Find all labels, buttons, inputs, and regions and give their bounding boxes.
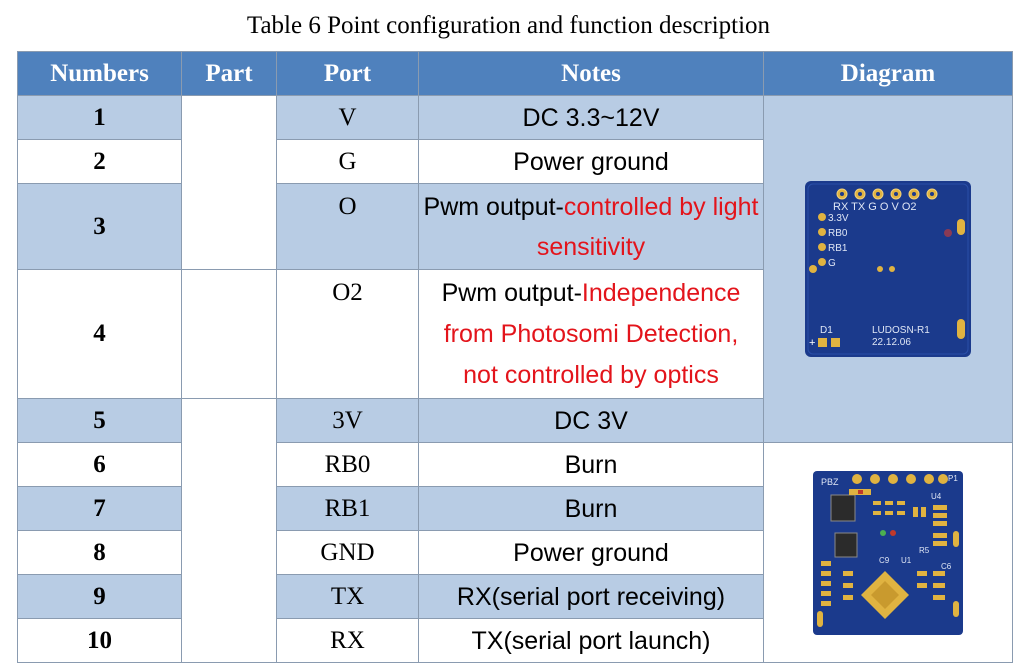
diagram-cell-1: RX TX G O V O2 3.3V RB0 RB1 G D1 bbox=[763, 95, 1013, 443]
sensor-module-top-image: RX TX G O V O2 3.3V RB0 RB1 G D1 bbox=[805, 181, 971, 357]
pcb-side-label-1: 3.3V bbox=[828, 213, 849, 224]
table-row: 9 TX RX(serial port receiving) bbox=[17, 574, 1013, 619]
sensor-module-bottom-image: PBZ P1 U4 bbox=[813, 470, 963, 635]
notes-prefix: Pwm output- bbox=[423, 192, 564, 221]
pcb2-label-u1: U1 bbox=[901, 556, 912, 565]
table-row: 6 RB0 Burn PBZ P1 U4 bbox=[17, 442, 1013, 663]
port-cell: RX bbox=[276, 618, 419, 663]
part-cell-group-1 bbox=[181, 95, 277, 270]
pcb2-label-pbz: PBZ bbox=[821, 477, 839, 487]
row-number: 5 bbox=[17, 398, 182, 443]
port-cell: G bbox=[276, 139, 419, 184]
table-row: 3 O Pwm output-controlled by light sensi… bbox=[17, 183, 1013, 270]
table-row: 8 GND Power ground bbox=[17, 530, 1013, 575]
notes-cell: Burn bbox=[418, 486, 764, 531]
svg-text:+: + bbox=[809, 337, 815, 349]
notes-cell: Pwm output-Independence from Photosomi D… bbox=[418, 269, 764, 399]
header-row: Numbers Part Port Notes Diagram bbox=[17, 51, 1013, 96]
pcb-date-label: 22.12.06 bbox=[872, 337, 911, 348]
table-row: 7 RB1 Burn bbox=[17, 486, 1013, 531]
notes-cell: DC 3V bbox=[418, 398, 764, 443]
notes-cell: Burn bbox=[418, 442, 764, 487]
notes-cell: DC 3.3~12V bbox=[418, 95, 764, 140]
notes-cell: Power ground bbox=[418, 530, 764, 575]
row-number: 3 bbox=[17, 183, 182, 270]
table-row: 4 O2 Pwm output-Independence from Photos… bbox=[17, 269, 1013, 399]
notes-cell: Power ground bbox=[418, 139, 764, 184]
part-cell-row-4 bbox=[181, 269, 277, 399]
diagram-cell-2: PBZ P1 U4 bbox=[763, 442, 1013, 663]
pcb2-label-c6: C6 bbox=[941, 562, 952, 571]
row-number: 10 bbox=[17, 618, 182, 663]
notes-prefix: Pwm output- bbox=[441, 278, 582, 307]
pcb2-label-p1: P1 bbox=[948, 474, 958, 483]
header-notes: Notes bbox=[418, 51, 764, 96]
pcb-side-label-4: G bbox=[828, 258, 836, 269]
header-part: Part bbox=[181, 51, 277, 96]
point-configuration-table: Numbers Part Port Notes Diagram 1 V DC 3… bbox=[17, 51, 1013, 663]
table-row: 5 3V DC 3V bbox=[17, 398, 1013, 663]
port-cell: 3V bbox=[276, 398, 419, 443]
row-number: 7 bbox=[17, 486, 182, 531]
row-number: 2 bbox=[17, 139, 182, 184]
pcb-d1-label: D1 bbox=[820, 325, 833, 336]
port-cell: O bbox=[276, 183, 419, 270]
row-number: 4 bbox=[17, 269, 182, 399]
notes-red-text: Independence from Photosomi Detection, n… bbox=[443, 278, 741, 389]
pcb-side-label-2: RB0 bbox=[828, 228, 848, 239]
notes-cell: TX(serial port launch) bbox=[418, 618, 764, 663]
table-row: 10 RX TX(serial port launch) bbox=[17, 618, 1013, 663]
pcb2-label-u4: U4 bbox=[931, 492, 942, 501]
header-port: Port bbox=[276, 51, 419, 96]
port-cell: TX bbox=[276, 574, 419, 619]
table-caption: Table 6 Point configuration and function… bbox=[246, 12, 771, 39]
pcb2-label-c9: C9 bbox=[879, 556, 890, 565]
port-cell: V bbox=[276, 95, 419, 140]
notes-cell: Pwm output-controlled by light sensitivi… bbox=[418, 183, 764, 270]
row-number: 8 bbox=[17, 530, 182, 575]
notes-cell: RX(serial port receiving) bbox=[418, 574, 764, 619]
notes-red-text: controlled by light sensitivity bbox=[536, 192, 759, 261]
port-cell: O2 bbox=[276, 269, 419, 399]
row-number: 6 bbox=[17, 442, 182, 487]
pcb-model-label: LUDOSN-R1 bbox=[872, 325, 930, 336]
pcb-side-label-3: RB1 bbox=[828, 243, 848, 254]
port-cell: GND bbox=[276, 530, 419, 575]
part-cell-group-2 bbox=[181, 398, 277, 663]
header-numbers: Numbers bbox=[17, 51, 182, 96]
pcb-top-labels: RX TX G O V O2 bbox=[833, 201, 917, 213]
table-row: 1 V DC 3.3~12V RX TX G O V O2 bbox=[17, 95, 1013, 443]
port-cell: RB1 bbox=[276, 486, 419, 531]
pcb2-label-r5: R5 bbox=[919, 546, 930, 555]
row-number: 9 bbox=[17, 574, 182, 619]
port-cell: RB0 bbox=[276, 442, 419, 487]
row-number: 1 bbox=[17, 95, 182, 140]
header-diagram: Diagram bbox=[763, 51, 1013, 96]
table-row: 2 G Power ground bbox=[17, 139, 1013, 184]
